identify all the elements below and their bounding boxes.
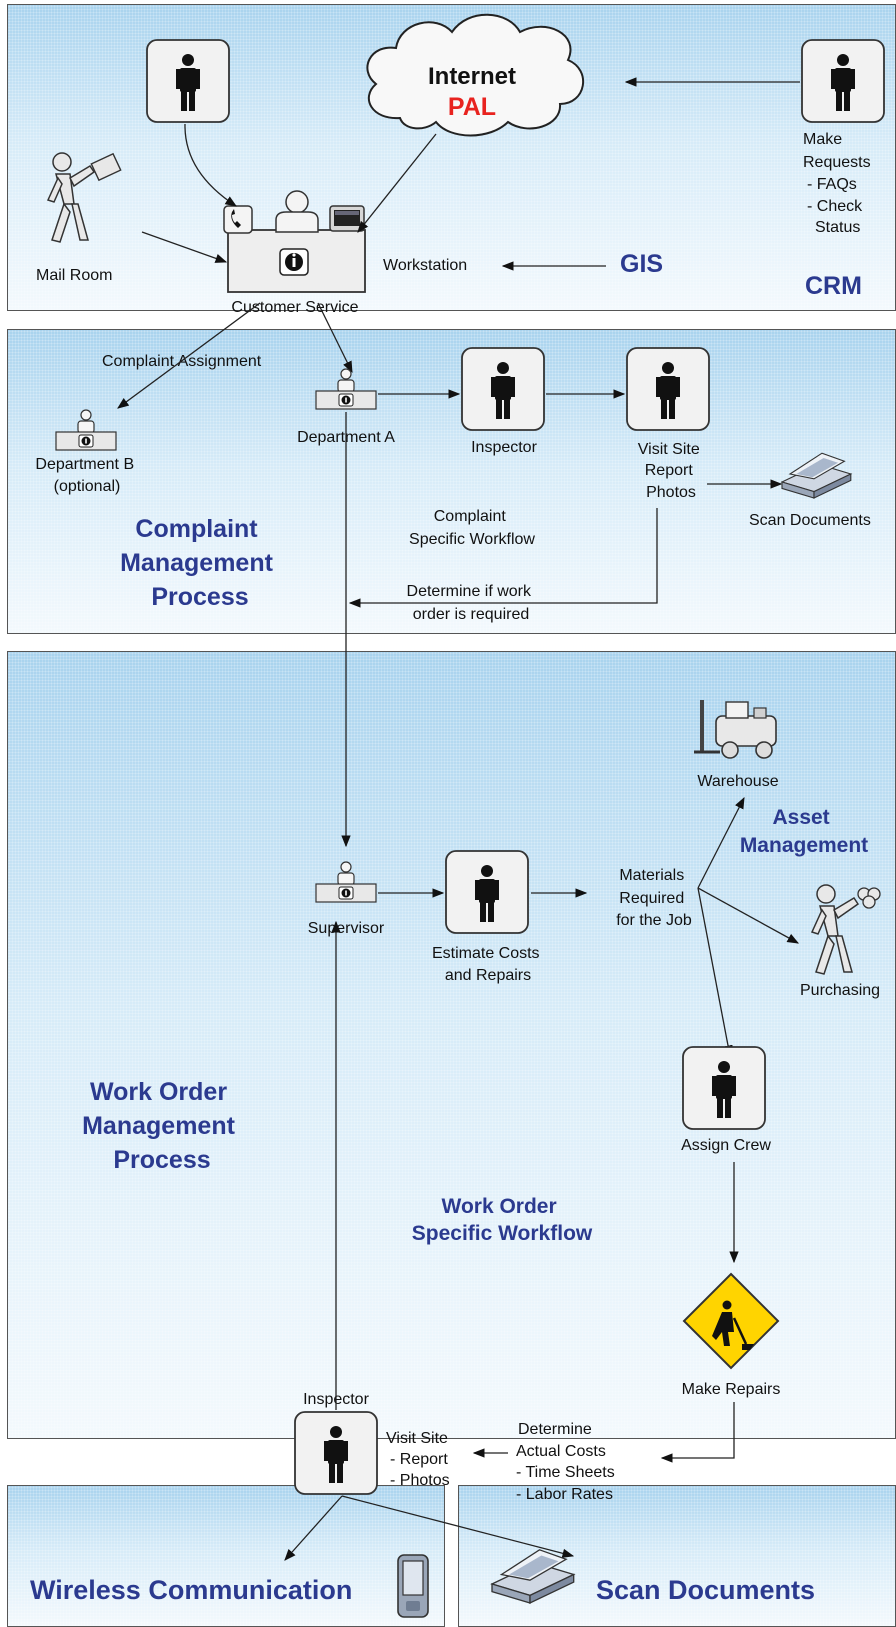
scan-documents-panel bbox=[458, 1485, 896, 1627]
department-a-desk-icon[interactable] bbox=[315, 368, 377, 410]
caller-to-phone-arrow bbox=[184, 123, 237, 207]
cloud-internet[interactable] bbox=[366, 13, 585, 137]
agent-person-icon bbox=[275, 190, 319, 233]
warehouse-forklift-icon bbox=[694, 700, 777, 759]
visit-site-to-work-order-arrow bbox=[348, 508, 658, 608]
internet-label: Internet bbox=[428, 63, 516, 90]
purchasing-label: Purchasing bbox=[800, 982, 880, 999]
scan-documents-title: Scan Documents bbox=[596, 1575, 815, 1605]
workstation-label: Workstation bbox=[383, 257, 467, 274]
determine-actual-costs-label: Determine Actual Costs - Time Sheets - L… bbox=[516, 1421, 619, 1503]
scanner-icon bbox=[781, 452, 852, 499]
mail-room-label: Mail Room bbox=[36, 267, 112, 284]
bottom-scanner-icon bbox=[491, 1549, 575, 1604]
complaint-management-title: Complaint Management Process bbox=[120, 515, 280, 611]
inspector-person-icon[interactable] bbox=[461, 347, 545, 431]
internet-to-workstation-arrow bbox=[357, 133, 437, 233]
gis-label: GIS bbox=[620, 250, 663, 278]
wireless-communication-panel bbox=[7, 1485, 445, 1627]
asset-management-title: Asset Management bbox=[740, 806, 868, 857]
estimator-person-icon[interactable] bbox=[445, 850, 529, 934]
handheld-device-icon bbox=[397, 1554, 429, 1618]
visit-site-person-icon[interactable] bbox=[626, 347, 710, 431]
customer-service-label: Customer Service bbox=[231, 299, 358, 316]
supervisor-label: Supervisor bbox=[308, 920, 385, 937]
materials-to-assign-crew-arrow bbox=[697, 887, 733, 1058]
materials-required-label: Materials Required for the Job bbox=[616, 867, 692, 929]
customer-service-desk[interactable] bbox=[227, 229, 366, 293]
work-order-management-title: Work Order Management Process bbox=[82, 1078, 242, 1174]
assign-crew-label: Assign Crew bbox=[681, 1137, 771, 1154]
mail-room-to-desk-arrow bbox=[141, 231, 228, 263]
crm-title: CRM bbox=[805, 272, 862, 300]
computer-monitor-icon bbox=[329, 205, 365, 232]
make-repairs-label: Make Repairs bbox=[682, 1381, 781, 1398]
estimate-costs-label: Estimate Costs and Repairs bbox=[432, 945, 544, 984]
assign-crew-person-icon[interactable] bbox=[682, 1046, 766, 1130]
mail-room-person-icon bbox=[47, 152, 122, 243]
department-b-label: Department B (optional) bbox=[35, 456, 138, 495]
desk-to-department-b-arrow bbox=[117, 302, 261, 409]
complaint-management-panel bbox=[7, 329, 896, 634]
purchasing-person-icon bbox=[811, 884, 881, 975]
materials-to-warehouse-arrow bbox=[697, 796, 745, 889]
inspector-label: Inspector bbox=[471, 439, 537, 456]
make-requests-label: Make Requests - FAQs - Check Status bbox=[803, 131, 875, 236]
phone-icon bbox=[223, 205, 253, 234]
repairs-to-actual-costs-arrow bbox=[660, 1402, 735, 1463]
wireless-communication-title: Wireless Communication bbox=[30, 1575, 352, 1605]
final-inspector-person-icon[interactable] bbox=[294, 1411, 378, 1495]
inspector-to-wireless-arrow bbox=[284, 1495, 343, 1561]
inspector-to-scan-arrow bbox=[341, 1495, 575, 1558]
visit-site-label: Visit Site Report Photos bbox=[638, 441, 704, 501]
caller-person-icon bbox=[146, 39, 230, 123]
work-order-workflow-label: Work Order Specific Workflow bbox=[412, 1195, 593, 1245]
desk-to-department-a-arrow bbox=[317, 302, 353, 374]
construction-worker-icon bbox=[682, 1272, 780, 1370]
final-visit-site-label: Visit Site - Report - Photos bbox=[386, 1430, 452, 1489]
department-b-desk-icon[interactable] bbox=[55, 409, 117, 451]
complaint-workflow-label: Complaint Specific Workflow bbox=[409, 508, 535, 548]
determine-work-order-label: Determine if work order is required bbox=[407, 583, 536, 623]
materials-to-purchasing-arrow bbox=[697, 887, 800, 944]
scan-documents-label: Scan Documents bbox=[749, 512, 871, 529]
web-user-person-icon bbox=[801, 39, 885, 123]
supervisor-desk-icon[interactable] bbox=[315, 861, 377, 903]
warehouse-label: Warehouse bbox=[697, 773, 778, 790]
pal-label: PAL bbox=[448, 93, 496, 121]
